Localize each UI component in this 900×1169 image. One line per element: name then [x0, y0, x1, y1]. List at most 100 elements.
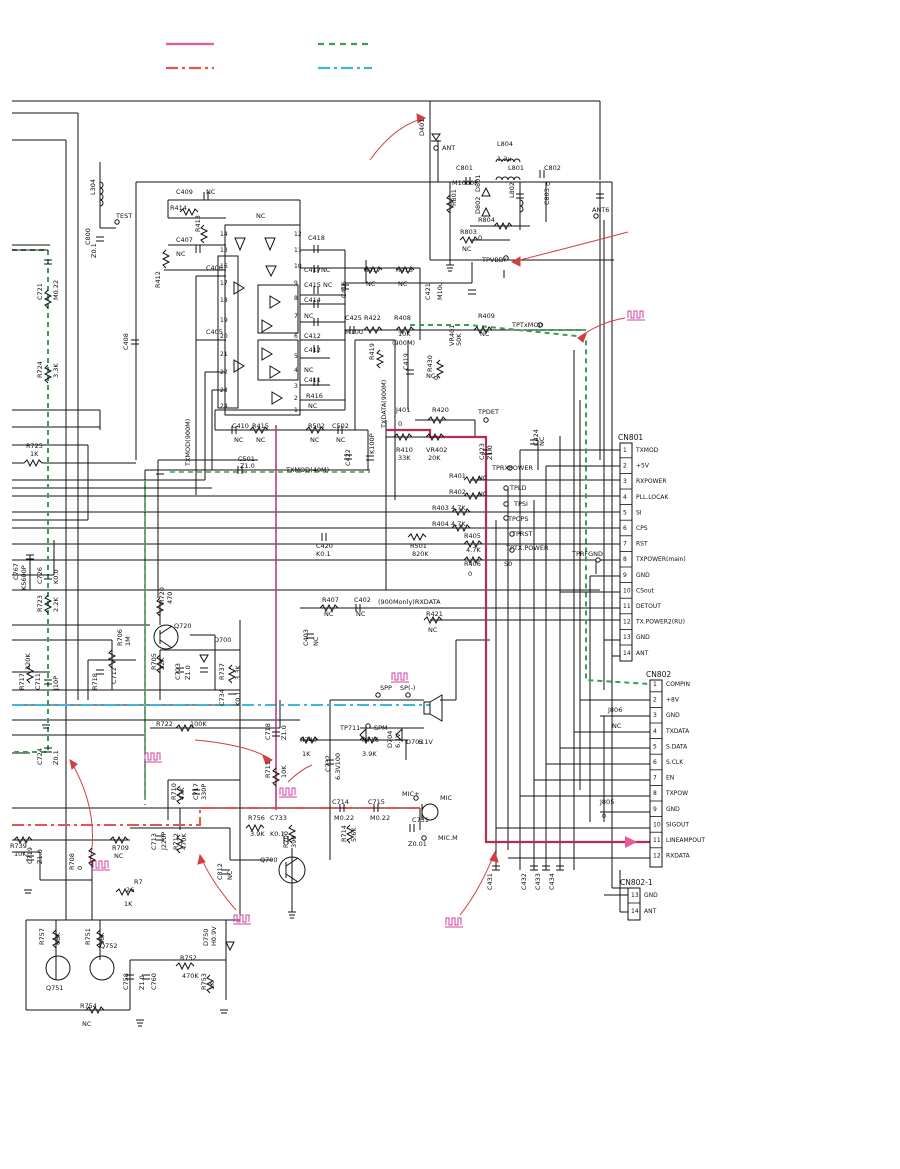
svg-text:D802: D802 — [474, 197, 482, 214]
cn802_1-pin-label: ANT — [644, 908, 657, 915]
cn802_1-pin-label: GND — [644, 892, 658, 899]
svg-text:TXMOD(40M): TXMOD(40M) — [285, 466, 329, 474]
cn802-pin-number: 9 — [653, 806, 657, 813]
svg-text:ANT: ANT — [442, 144, 455, 152]
svg-text:TP711: TP711 — [339, 724, 360, 732]
svg-text:C420: C420 — [316, 542, 333, 550]
svg-text:C416: C416 — [340, 281, 348, 298]
svg-text:220K: 220K — [24, 653, 32, 670]
svg-text:R753: R753 — [200, 973, 208, 990]
resistors — [13, 194, 513, 1015]
cn802-pin-label: RXDATA — [666, 853, 691, 860]
svg-text:TPSI: TPSI — [513, 500, 528, 508]
svg-text:0: 0 — [602, 812, 606, 820]
cn801-pin-number: 5 — [623, 509, 627, 516]
svg-text:NC: NC — [324, 610, 334, 618]
svg-text:R801: R801 — [450, 189, 458, 206]
svg-text:J806: J806 — [607, 706, 622, 714]
svg-text:C758: C758 — [122, 973, 130, 990]
cn802-pin-label: S.CLK — [666, 759, 684, 766]
svg-text:NC: NC — [480, 330, 490, 338]
svg-text:7: 7 — [294, 313, 298, 320]
svg-text:Z1.0: Z1.0 — [486, 445, 494, 460]
svg-text:TPRST: TPRST — [511, 530, 533, 538]
svg-text:L801: L801 — [508, 164, 524, 172]
svg-text:NC: NC — [176, 250, 186, 258]
cn802-pin-label: LINEAMPOUT — [666, 837, 705, 844]
cn802_1-pin-number: 13 — [631, 892, 639, 899]
svg-text:NC: NC — [366, 280, 376, 288]
svg-text:NC: NC — [304, 366, 314, 374]
svg-text:47K: 47K — [178, 787, 186, 800]
svg-text:470K: 470K — [180, 833, 188, 850]
svg-text:R415: R415 — [252, 422, 269, 430]
svg-text:Q700: Q700 — [260, 856, 278, 864]
svg-text:K0.1: K0.1 — [316, 550, 331, 558]
svg-text:C424: C424 — [532, 429, 540, 446]
svg-text:NC: NC — [226, 870, 234, 880]
svg-text:C414: C414 — [304, 296, 321, 304]
semiconductors — [45, 133, 491, 981]
svg-text:R422: R422 — [364, 314, 381, 322]
svg-text:R404 4.7K: R404 4.7K — [432, 520, 466, 528]
cn802-pin-label: TXPOW — [665, 790, 688, 797]
cn802-pin-number: 2 — [653, 697, 657, 704]
svg-text:R416: R416 — [306, 392, 323, 400]
svg-text:5: 5 — [294, 353, 298, 360]
svg-text:R706: R706 — [116, 629, 124, 646]
cn802-pin-number: 3 — [653, 712, 657, 719]
svg-text:TEST: TEST — [115, 212, 132, 220]
svg-text:4.7K: 4.7K — [466, 546, 481, 554]
svg-text:NC: NC — [114, 852, 124, 860]
svg-text:6.3V100: 6.3V100 — [334, 753, 342, 780]
svg-text:NC: NC — [426, 372, 436, 380]
svg-text:C502: C502 — [332, 422, 349, 430]
svg-text:TPTxMOD: TPTxMOD — [511, 321, 543, 329]
svg-text:TPVBBY: TPVBBY — [481, 256, 507, 264]
svg-text:R722: R722 — [156, 720, 173, 728]
svg-text:4: 4 — [294, 367, 298, 374]
svg-text:H0.9V: H0.9V — [210, 926, 218, 946]
svg-text:R752: R752 — [180, 954, 197, 962]
svg-text:C501: C501 — [238, 455, 255, 463]
svg-text:K100P: K100P — [368, 433, 376, 454]
svg-text:Z0.01: Z0.01 — [408, 840, 427, 848]
svg-text:C402: C402 — [354, 596, 371, 604]
svg-text:R502: R502 — [308, 422, 325, 430]
svg-text:C733: C733 — [270, 814, 287, 822]
svg-text:(900Monly)RXDATA: (900Monly)RXDATA — [378, 598, 441, 606]
svg-text:TPRXPOWER: TPRXPOWER — [491, 464, 533, 472]
svg-text:R725: R725 — [26, 442, 43, 450]
svg-text:L304: L304 — [89, 179, 97, 195]
svg-text:23: 23 — [220, 387, 228, 394]
svg-text:MIC: MIC — [440, 794, 453, 802]
svg-text:470: 470 — [166, 592, 174, 604]
cn802-pin-number: 6 — [653, 759, 657, 766]
svg-text:R720: R720 — [158, 587, 166, 604]
svg-text:C732: C732 — [324, 755, 332, 772]
ic-internals — [233, 237, 283, 405]
waveform-markers — [92, 310, 645, 928]
cn802-pin-number: 7 — [653, 775, 657, 782]
cn802-pin-label: SIGOUT — [666, 821, 689, 828]
svg-text:R712: R712 — [172, 833, 180, 850]
svg-text:R418: R418 — [396, 266, 413, 274]
svg-text:NC: NC — [356, 610, 366, 618]
cn801-pin-number: 6 — [623, 525, 627, 532]
svg-text:R714: R714 — [340, 825, 348, 842]
svg-text:C422: C422 — [344, 449, 352, 466]
svg-text:NC: NC — [398, 280, 408, 288]
svg-text:M0.22: M0.22 — [370, 814, 390, 822]
svg-text:13: 13 — [220, 247, 228, 254]
svg-text:NC: NC — [308, 402, 318, 410]
svg-text:R803: R803 — [460, 228, 477, 236]
cn801-pin-label: TXMOD — [635, 447, 659, 454]
cn802-pin-label: +8V — [666, 697, 680, 704]
cn802-pin-number: 1 — [653, 681, 657, 688]
cn801-pin-number: 1 — [623, 447, 627, 454]
svg-text:1: 1 — [294, 407, 298, 414]
svg-text:6.1V: 6.1V — [418, 738, 433, 746]
svg-text:C421: C421 — [424, 283, 432, 300]
svg-text:NC: NC — [478, 490, 488, 498]
